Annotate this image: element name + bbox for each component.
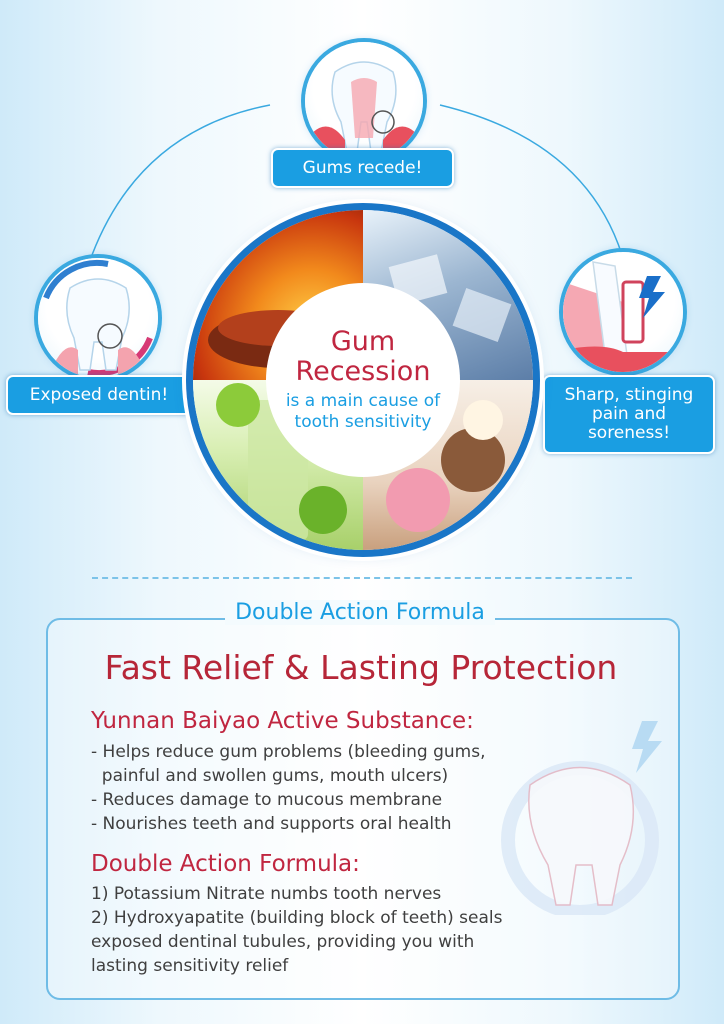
tooth-lightning-icon [501, 721, 662, 915]
section2-line: 1) Potassium Nitrate numbs tooth nerves [91, 884, 442, 904]
main-heading: Fast Relief & Lasting Protection [104, 648, 618, 687]
gum-recession-title: Gum Recession [295, 326, 431, 387]
section2-title: Double Action Formula: [91, 851, 360, 877]
sharp-pain-label: Sharp, stinging pain and soreness! [543, 375, 715, 454]
section1-bullet: painful and swollen gums, mouth ulcers) [91, 766, 449, 786]
section1-title: Yunnan Baiyao Active Substance: [91, 708, 474, 734]
section1-bullet: - Nourishes teeth and supports oral heal… [91, 814, 452, 834]
formula-heading: Double Action Formula [195, 600, 525, 625]
pain-lightning-tooth-icon [563, 252, 683, 372]
section1-bullet: - Reduces damage to mucous membrane [91, 790, 443, 810]
gums-recede-label: Gums recede! [271, 148, 454, 188]
section2-line: 2) Hydroxyapatite (building block of tee… [91, 908, 503, 928]
gum-recession-subtitle: is a main cause of tooth sensitivity [285, 391, 441, 432]
exposed-dentin-tooth-icon [38, 258, 158, 378]
section2-line: lasting sensitivity relief [91, 956, 289, 976]
gum-recession-circle: Gum Recession is a main cause of tooth s… [193, 210, 533, 550]
section2-line: exposed dentinal tubules, providing you … [91, 932, 475, 952]
dashed-divider [92, 577, 632, 579]
receding-gum-tooth-icon [305, 42, 423, 160]
exposed-dentin-label: Exposed dentin! [6, 375, 192, 415]
center-message: Gum Recession is a main cause of tooth s… [266, 283, 460, 477]
section1-bullet: - Helps reduce gum problems (bleeding gu… [91, 742, 486, 762]
